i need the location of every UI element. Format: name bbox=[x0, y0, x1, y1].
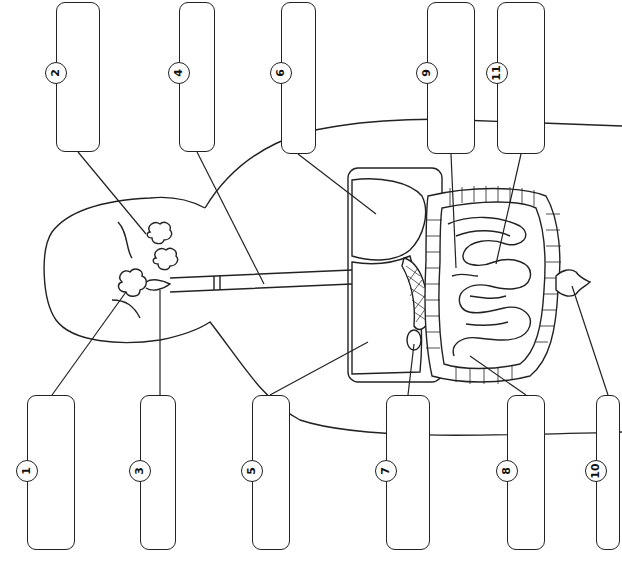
label-box: 9 bbox=[427, 2, 475, 154]
leader-lines bbox=[52, 152, 608, 395]
label-box: 1 bbox=[27, 395, 75, 550]
callout-number: 4 bbox=[168, 62, 190, 84]
stomach bbox=[352, 179, 426, 260]
salivary-gland bbox=[147, 222, 171, 243]
label-box: 3 bbox=[140, 395, 176, 550]
label-box: 8 bbox=[507, 395, 545, 550]
small-intestine bbox=[448, 217, 530, 356]
callout-number: 5 bbox=[241, 460, 263, 482]
callout-number: 8 bbox=[496, 460, 518, 482]
callout-number: 6 bbox=[270, 62, 292, 84]
label-box: 2 bbox=[56, 2, 100, 152]
label-box: 11 bbox=[497, 2, 545, 154]
salivary-gland bbox=[119, 269, 147, 296]
callout-number: 7 bbox=[375, 460, 397, 482]
label-box: 6 bbox=[281, 2, 316, 154]
face-line bbox=[112, 300, 140, 318]
intestine-haustra bbox=[426, 186, 561, 384]
pancreas bbox=[402, 258, 428, 329]
esophagus-band bbox=[214, 276, 220, 290]
label-box: 5 bbox=[252, 395, 290, 550]
label-box: 7 bbox=[386, 395, 430, 550]
salivary-gland bbox=[153, 248, 177, 269]
face-line bbox=[118, 222, 132, 258]
callout-number: 10 bbox=[585, 460, 607, 482]
esophagus bbox=[170, 270, 352, 292]
rectum bbox=[556, 270, 590, 296]
label-box: 4 bbox=[179, 2, 215, 152]
label-box: 10 bbox=[596, 395, 620, 550]
callout-number: 11 bbox=[486, 62, 508, 84]
pancreas-hatch bbox=[406, 266, 426, 322]
callout-number: 1 bbox=[16, 460, 38, 482]
mouth bbox=[146, 280, 170, 290]
callout-number: 2 bbox=[45, 62, 67, 84]
large-intestine bbox=[425, 189, 560, 383]
callout-number: 3 bbox=[129, 460, 151, 482]
small-intestine bbox=[452, 231, 510, 326]
callout-number: 9 bbox=[416, 62, 438, 84]
